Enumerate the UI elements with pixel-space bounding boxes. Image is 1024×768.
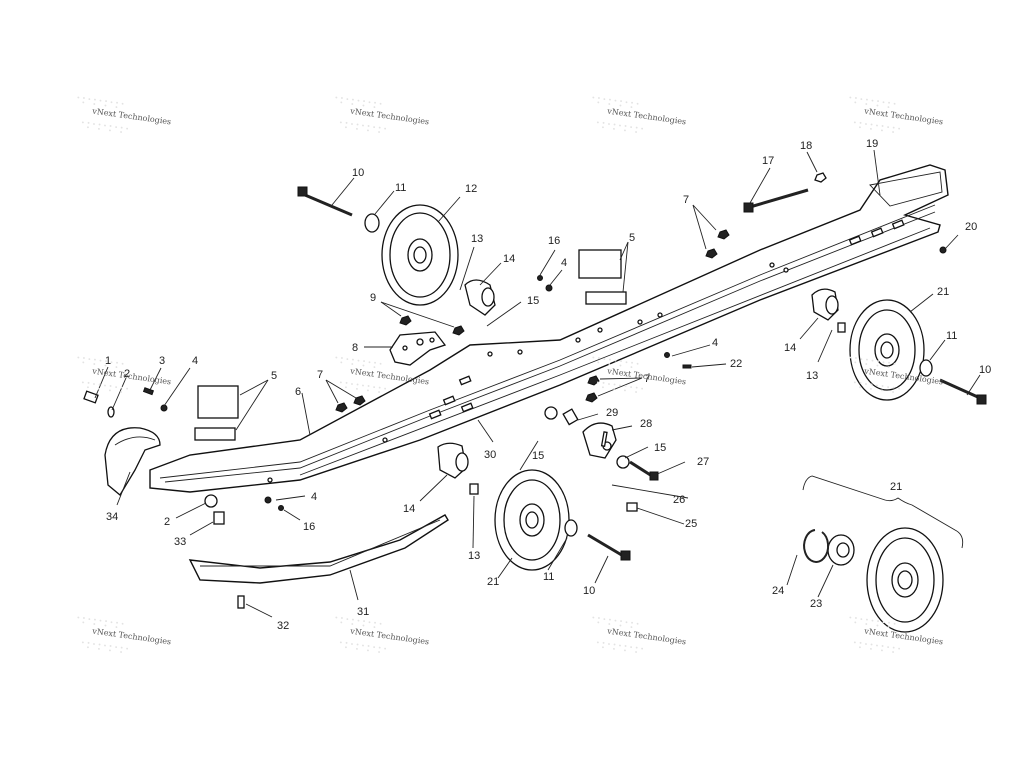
bolt-27 <box>629 460 659 481</box>
callout-5b: 5 <box>629 232 635 244</box>
callout-21c: 21 <box>890 481 902 493</box>
callout-17: 17 <box>762 155 774 167</box>
callout-20: 20 <box>965 221 977 233</box>
callout-1: 1 <box>105 355 111 367</box>
callout-16b: 16 <box>303 521 315 533</box>
mount-14-rear <box>811 288 839 321</box>
circlip <box>803 529 830 563</box>
callout-30: 30 <box>484 449 496 461</box>
block-5-left <box>194 385 239 441</box>
callout-2b: 2 <box>164 516 170 528</box>
bracket-21 <box>802 475 964 549</box>
callout-26: 26 <box>673 494 685 506</box>
callout-14: 14 <box>503 253 515 265</box>
bracket <box>389 331 447 366</box>
slide-rail <box>149 164 949 493</box>
callout-14b: 14 <box>784 342 796 354</box>
callout-7c: 7 <box>644 373 650 385</box>
callout-14c: 14 <box>403 503 415 515</box>
block-5-top <box>578 249 627 305</box>
callout-21: 21 <box>937 286 949 298</box>
callout-29: 29 <box>606 407 618 419</box>
callout-labels: 1 2 3 4 5 6 7 8 9 10 11 12 13 14 15 16 4… <box>105 138 991 632</box>
rail-holes <box>267 262 789 483</box>
callout-22: 22 <box>730 358 742 370</box>
callout-33: 33 <box>174 536 186 548</box>
callout-6: 6 <box>295 386 301 398</box>
callout-2: 2 <box>124 368 130 380</box>
bolt-17 <box>743 188 809 213</box>
callout-4c: 4 <box>712 337 718 349</box>
wheel-21-rear <box>849 299 925 401</box>
wear-strip <box>188 514 449 584</box>
callout-13c: 13 <box>468 550 480 562</box>
callout-7: 7 <box>317 369 323 381</box>
mount-14-front <box>464 279 496 316</box>
wheel-21-mid <box>494 469 570 571</box>
callout-16: 16 <box>548 235 560 247</box>
small-parts <box>83 172 947 609</box>
callout-21b: 21 <box>487 576 499 588</box>
callout-10c: 10 <box>583 585 595 597</box>
bearing <box>827 534 855 566</box>
callout-32: 32 <box>277 620 289 632</box>
callout-11c: 11 <box>543 571 554 583</box>
callout-15c: 15 <box>532 450 544 462</box>
wheel-21-detail <box>866 527 944 633</box>
callout-18: 18 <box>800 140 812 152</box>
bolt-10-mid <box>587 533 631 561</box>
callout-27: 27 <box>697 456 709 468</box>
block-28 <box>582 422 617 459</box>
callout-24: 24 <box>772 585 784 597</box>
callout-31: 31 <box>357 606 369 618</box>
bolt-10-rear <box>939 378 987 405</box>
callout-11b: 11 <box>946 330 957 342</box>
wheel-12 <box>381 204 459 306</box>
callout-9: 9 <box>370 292 376 304</box>
bumper <box>104 427 161 496</box>
callout-4b: 4 <box>561 257 567 269</box>
callout-23: 23 <box>810 598 822 610</box>
callout-7b: 7 <box>683 194 689 206</box>
callout-28: 28 <box>640 418 652 430</box>
callout-3: 3 <box>159 355 165 367</box>
bolt-10-top <box>297 186 353 217</box>
callout-10b: 10 <box>979 364 991 376</box>
callout-13b: 13 <box>806 370 818 382</box>
callout-8: 8 <box>352 342 358 354</box>
mount-14-mid <box>437 442 469 479</box>
callout-34: 34 <box>106 511 118 523</box>
callout-10: 10 <box>352 167 364 179</box>
leader-lines <box>94 149 981 618</box>
callout-19: 19 <box>866 138 878 150</box>
callout-4d: 4 <box>311 491 317 503</box>
callout-13: 13 <box>471 233 483 245</box>
callout-15b: 15 <box>654 442 666 454</box>
callout-12: 12 <box>465 183 477 195</box>
callout-4: 4 <box>192 355 198 367</box>
callout-5: 5 <box>271 370 277 382</box>
callout-15: 15 <box>527 295 539 307</box>
callout-25: 25 <box>685 518 697 530</box>
callout-11: 11 <box>395 182 406 194</box>
rail-slots <box>428 219 905 420</box>
